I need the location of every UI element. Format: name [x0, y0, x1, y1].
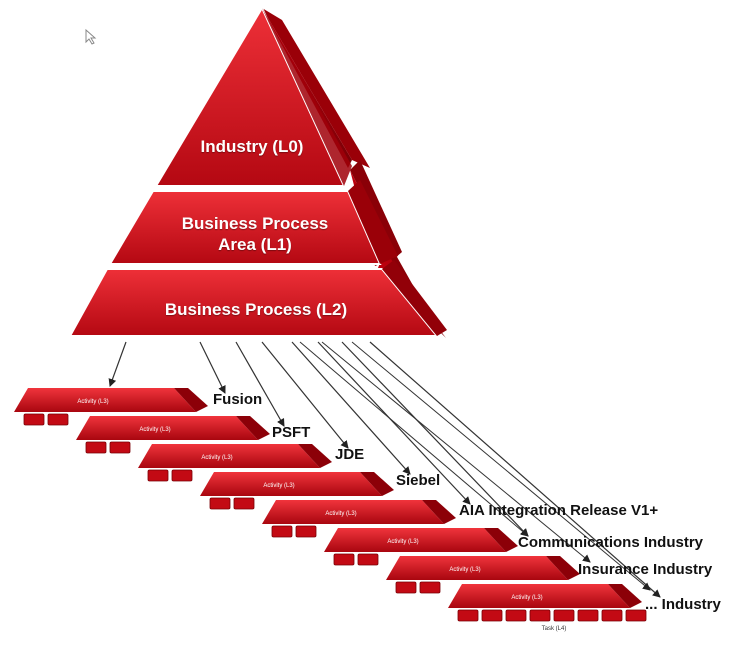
- pyramid-label-l0: Industry (L0): [200, 137, 304, 156]
- platform-label-aia: AIA Integration Release V1+: [459, 502, 659, 519]
- connector-arrows: [108, 341, 661, 598]
- activity-slab: [262, 500, 444, 524]
- task-block: [553, 609, 575, 622]
- connector-arrow: [369, 341, 661, 598]
- connector-arrow: [235, 341, 285, 427]
- activity-slab: [14, 388, 196, 412]
- pyramid-right-face-3: [382, 260, 447, 336]
- task-block: [577, 609, 599, 622]
- task-block: [85, 441, 107, 454]
- activity-platform: Activity (L3): [138, 444, 332, 482]
- activity-slab-side: [608, 584, 642, 608]
- activity-slab-side: [422, 500, 456, 524]
- connector-arrow: [351, 341, 651, 591]
- activity-slab: [324, 528, 506, 552]
- activity-label: Activity (L3): [325, 511, 356, 517]
- activity-label: Activity (L3): [511, 595, 542, 601]
- task-block: [601, 609, 623, 622]
- activity-platform: Activity (L3): [262, 500, 456, 538]
- task-label: Task (L4): [542, 626, 567, 632]
- connector-arrow: [261, 341, 349, 449]
- task-block: [147, 469, 169, 482]
- activity-platform: Activity (L3) Task (L4): [448, 584, 647, 632]
- platform-label-siebel: Siebel: [396, 472, 441, 489]
- activity-label: Activity (L3): [201, 455, 232, 461]
- activity-slab-side: [484, 528, 518, 552]
- activity-platform: Activity (L3): [386, 556, 580, 594]
- task-block: [109, 441, 131, 454]
- task-block: [529, 609, 551, 622]
- activity-platform: Activity (L3): [14, 388, 208, 426]
- task-block: [47, 413, 69, 426]
- activity-label: Activity (L3): [263, 483, 294, 489]
- activity-platform: Activity (L3): [324, 528, 518, 566]
- task-block: [209, 497, 231, 510]
- pyramid-right-face: [262, 8, 352, 186]
- task-block: [233, 497, 255, 510]
- pyramid-right-face-2: [348, 180, 398, 264]
- pyramid-label-l2: Business Process (L2): [164, 300, 348, 319]
- task-block: [271, 525, 293, 538]
- task-block: [333, 553, 355, 566]
- platform-label-insurance: Insurance Industry: [578, 561, 713, 578]
- activity-platform: Activity (L3): [200, 472, 394, 510]
- pyramid-label-l1-line1: Business Process: [181, 214, 329, 233]
- task-block: [357, 553, 379, 566]
- activity-slab: [138, 444, 320, 468]
- activity-slab-side: [236, 416, 270, 440]
- pyramid-label-l1: Business Process Area (L1): [140, 213, 370, 255]
- activity-slab-side: [546, 556, 580, 580]
- connector-arrow: [291, 341, 411, 475]
- activity-label: Activity (L3): [449, 567, 480, 573]
- activity-label: Activity (L3): [139, 427, 170, 433]
- activity-slab: [386, 556, 568, 580]
- activity-slab: [200, 472, 382, 496]
- task-block: [481, 609, 503, 622]
- task-block: [505, 609, 527, 622]
- activity-label: Activity (L3): [387, 539, 418, 545]
- mouse-cursor-icon: [85, 28, 97, 45]
- task-block: [295, 525, 317, 538]
- task-block: [395, 581, 417, 594]
- task-block: [171, 469, 193, 482]
- platform-label-communications: Communications Industry: [518, 534, 704, 551]
- connector-arrow: [199, 341, 226, 394]
- task-block: [625, 609, 647, 622]
- platform-label-jde: JDE: [335, 446, 365, 463]
- activity-platforms: Activity (L3)Activity (L3)Activity (L3)A…: [14, 388, 647, 632]
- activity-slab-side: [298, 444, 332, 468]
- activity-slab-side: [174, 388, 208, 412]
- platform-label-other-industry: ... Industry: [645, 596, 721, 613]
- activity-label: Activity (L3): [77, 399, 108, 405]
- connector-arrow: [299, 341, 529, 537]
- pyramid-label-l1-line2: Area (L1): [218, 235, 292, 254]
- platform-label-fusion: Fusion: [213, 391, 263, 408]
- activity-slab: [76, 416, 258, 440]
- activity-platform: Activity (L3): [76, 416, 270, 454]
- connector-arrow: [317, 341, 471, 505]
- activity-slab-side: [360, 472, 394, 496]
- activity-slab: [448, 584, 630, 608]
- task-block: [23, 413, 45, 426]
- platform-label-psft: PSFT: [272, 424, 311, 441]
- task-block: [457, 609, 479, 622]
- connector-arrow: [321, 341, 591, 563]
- connector-arrow: [341, 341, 529, 537]
- task-block: [419, 581, 441, 594]
- connector-arrow: [108, 341, 127, 387]
